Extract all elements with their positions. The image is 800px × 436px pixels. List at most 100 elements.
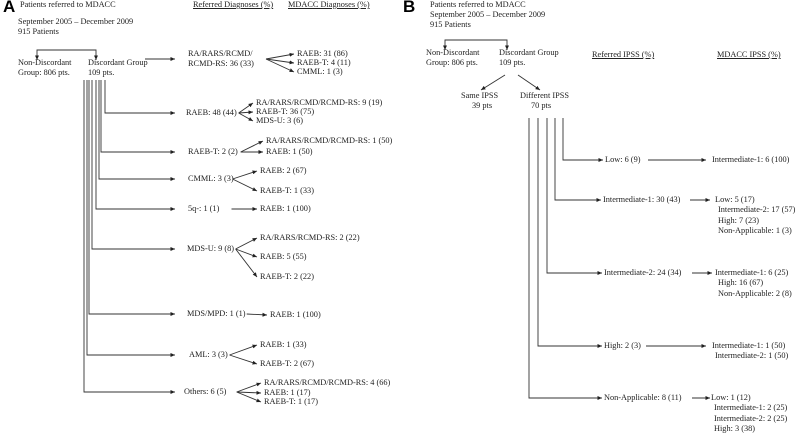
discordant-count: 109 pts. (88, 68, 115, 77)
referred-ipss: Intermediate-1: 30 (43) (603, 195, 681, 204)
mdacc-diagnosis: MDS-U: 3 (6) (256, 116, 304, 125)
mdacc-ipss-header: MDACC IPSS (%) (717, 50, 781, 59)
mdacc-diagnosis: RAEB: 5 (55) (260, 252, 307, 261)
referred-diagnosis: AML: 3 (3) (189, 350, 228, 359)
branch-line (104, 80, 175, 115)
mdacc-diagnosis: CMML: 1 (3) (297, 67, 343, 76)
mdacc-diagnosis: RAEB: 1 (100) (270, 310, 321, 319)
same-ipss-label: Same IPSS (461, 91, 499, 100)
mdacc-ipss: Intermediate-1: 6 (100) (712, 155, 790, 164)
discordant-label: Discordant Group (88, 58, 148, 67)
panel-a-total: 915 Patients (18, 27, 59, 36)
branch-line (98, 80, 175, 181)
mdacc-diagnosis: RAEB-T: 1 (17) (264, 397, 318, 406)
branch-line (546, 118, 602, 275)
connector-arrow (238, 102, 254, 114)
panel-b-total: 915 Patients (430, 20, 471, 29)
branch-line (554, 118, 601, 202)
mdacc-ipss: Non-Applicable: 2 (8) (718, 288, 792, 298)
connector-arrow (240, 140, 264, 153)
mdacc-diagnosis: RAEB: 1 (33) (260, 340, 307, 349)
non-discordant-label: Non-Discordant (18, 58, 72, 67)
non-discordant-label: Non-Discordant (426, 48, 480, 57)
connector-arrow (236, 382, 262, 393)
same-ipss-count: 39 pts (472, 101, 493, 110)
connector-arrow (235, 248, 258, 278)
referred-ipss: High: 2 (3) (604, 341, 641, 350)
branch-line (562, 118, 603, 162)
referred-ipss: Intermediate-2: 24 (34) (604, 268, 682, 277)
connector-arrow (238, 110, 254, 115)
panel-b-period: September 2005 – December 2009 (430, 10, 546, 19)
panel-a-label: A (3, 0, 16, 16)
mdacc-diagnosis: RAEB: 1 (17) (264, 388, 311, 397)
connector-arrow (265, 58, 295, 73)
mdacc-ipss: Intermediate-2: 2 (25) (714, 413, 788, 423)
mdacc-diagnoses-header: MDACC Diagnoses (%) (288, 0, 370, 9)
connector-arrow (236, 390, 262, 395)
referred-diagnosis: RA/RARS/RCMD/ (188, 49, 253, 58)
discordant-label: Discordant Group (499, 48, 559, 57)
branch-line (95, 80, 175, 211)
panel-a-period: September 2005 – December 2009 (18, 17, 134, 26)
non-discordant-count: Group: 806 pts. (426, 58, 478, 67)
panel-a-title: Patients referred to MDACC (20, 0, 116, 9)
mdacc-ipss: Intermediate-2: 1 (50) (715, 351, 789, 361)
mdacc-ipss: Intermediate-2: 17 (57) (718, 205, 796, 215)
mdacc-diagnosis: RAEB: 1 (100) (260, 204, 311, 213)
connector-arrow (480, 74, 506, 91)
branch-line (100, 80, 175, 154)
connector-arrow (236, 391, 262, 403)
connector-arrow (265, 58, 295, 65)
referred-diagnosis: MDS/MPD: 1 (1) (187, 309, 246, 318)
mdacc-diagnosis: RA/RARS/RCMD-RS: 2 (22) (260, 233, 360, 242)
connector-arrow (229, 344, 258, 356)
mdacc-ipss: Non-Applicable: 1 (3) (718, 225, 792, 235)
mdacc-ipss: High: 16 (67) (718, 278, 764, 288)
connector-arrow (265, 52, 295, 60)
connector-arrow (232, 178, 258, 192)
mdacc-diagnosis: RAEB: 31 (86) (297, 49, 348, 58)
referred-diagnosis: RAEB-T: 2 (2) (188, 147, 238, 156)
mdacc-ipss: Low: 1 (12) (711, 393, 751, 402)
non-discordant-count: Group: 806 pts. (18, 68, 70, 77)
referred-diagnoses-header: Referred Diagnoses (%) (193, 0, 274, 9)
referred-ipss: Low: 6 (9) (605, 155, 641, 164)
connector-arrow (238, 112, 254, 122)
mdacc-ipss: High: 7 (23) (718, 215, 760, 225)
mdacc-diagnosis: RA/RARS/RCMD/RCMD-RS: 9 (19) (256, 98, 383, 107)
mdacc-diagnosis: RAEB: 2 (67) (260, 166, 307, 175)
mdacc-diagnosis: RAEB-T: 2 (67) (260, 359, 314, 368)
panel-b-label: B (403, 0, 416, 16)
connector-arrow (232, 170, 258, 180)
referred-ipss: Non-Applicable: 8 (11) (604, 393, 682, 402)
different-ipss-count: 70 pts (531, 101, 552, 110)
connector-arrow (517, 74, 541, 91)
discordant-count: 109 pts. (499, 58, 526, 67)
referred-diagnosis: MDS-U: 9 (8) (187, 244, 235, 253)
panel-b-title: Patients referred to MDACC (430, 0, 526, 9)
mdacc-diagnosis: RA/RARS/RCMD/RCMD-RS: 1 (50) (266, 136, 393, 145)
mdacc-ipss: Intermediate-1: 2 (25) (714, 403, 788, 413)
referred-diagnosis: RCMD-RS: 36 (33) (188, 59, 254, 68)
branch-line (83, 80, 175, 394)
referred-ipss-header: Referred IPSS (%) (592, 50, 655, 59)
mdacc-ipss: Intermediate-1: 1 (50) (712, 341, 786, 350)
mdacc-ipss: Low: 5 (17) (715, 195, 755, 204)
mdacc-ipss: High: 3 (38) (714, 423, 756, 433)
mdacc-diagnosis: RAEB: 1 (50) (266, 147, 313, 156)
referred-diagnosis: Others: 6 (5) (184, 387, 227, 396)
referred-diagnosis: CMML: 3 (3) (188, 174, 234, 183)
branch-line (528, 118, 602, 400)
branch-line (86, 80, 175, 357)
different-ipss-label: Different IPSS (520, 91, 569, 100)
mdacc-diagnosis: RAEB-T: 36 (75) (256, 107, 315, 116)
referred-diagnosis: RAEB: 48 (44) (186, 108, 237, 117)
branch-line (88, 80, 175, 316)
branch-line (91, 80, 175, 251)
connector-arrow (235, 248, 258, 258)
mdacc-diagnosis: RAEB-T: 4 (11) (297, 58, 351, 67)
mdacc-diagnosis: RAEB-T: 1 (33) (260, 186, 314, 195)
